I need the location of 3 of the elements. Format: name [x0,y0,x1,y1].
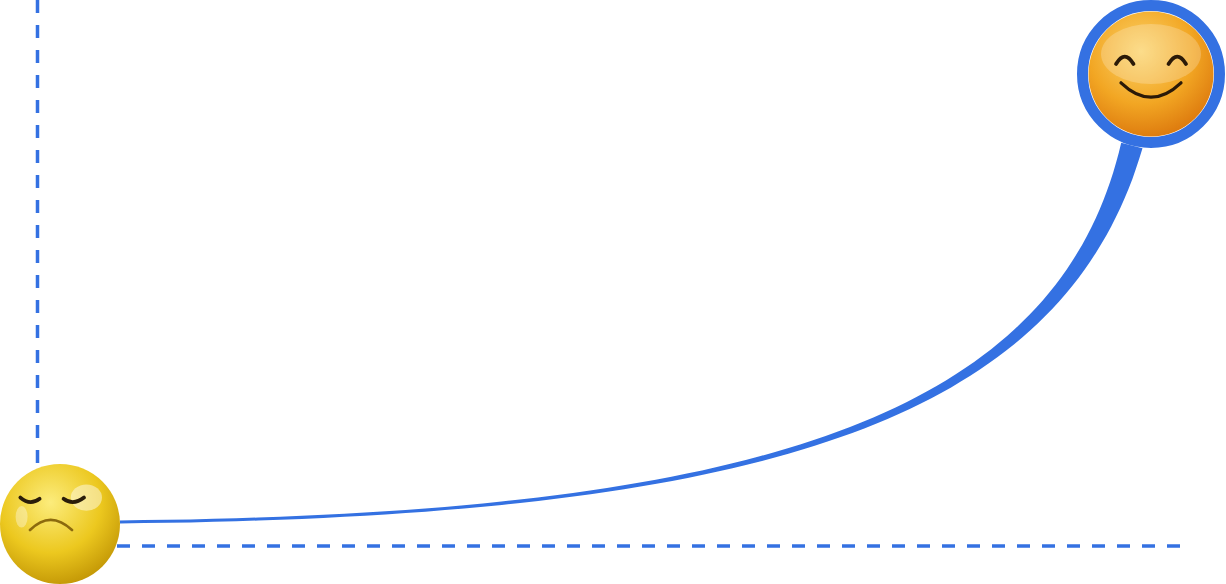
curve-connector [119,142,1143,524]
sad-face-icon [0,464,120,584]
smiling-face-icon [1077,0,1225,148]
